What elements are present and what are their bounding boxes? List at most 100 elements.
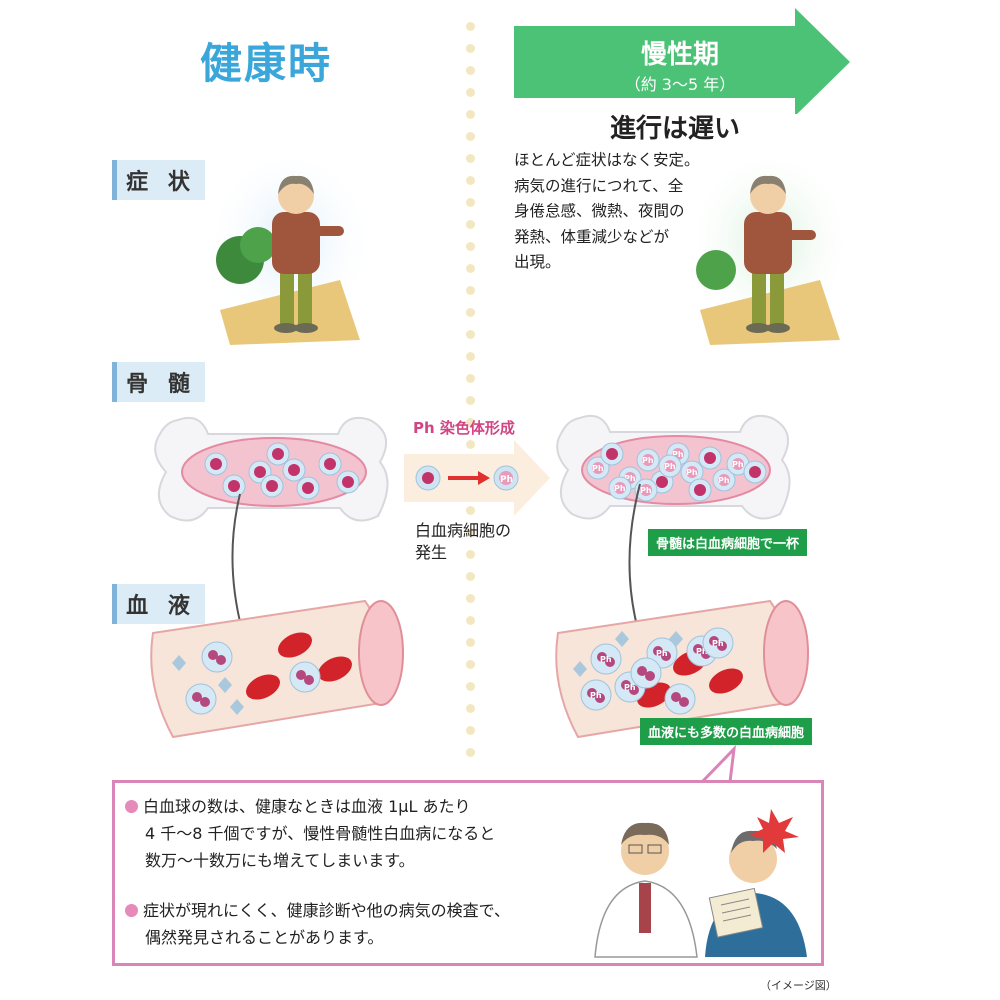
white-blood-cell <box>260 474 284 498</box>
divider-dot <box>466 572 475 581</box>
divider-dot <box>466 352 475 361</box>
symptoms-description: ほとんど症状はなく安定。 病気の進行につれて、全 身倦怠感、微熱、夜間の 発熱、… <box>514 148 714 276</box>
svg-text:Ph: Ph <box>718 476 730 485</box>
transition-arrow: Ph <box>404 440 550 516</box>
white-blood-cell <box>222 474 246 498</box>
divider-dot <box>466 682 475 691</box>
red-blood-cell <box>246 674 280 700</box>
row-label-blood: 血 液 <box>112 584 205 624</box>
red-blood-cell <box>318 656 352 682</box>
desc-line: ほとんど症状はなく安定。 <box>514 151 700 169</box>
white-blood-cell <box>282 458 306 482</box>
divider-dot <box>466 550 475 559</box>
svg-text:Ph: Ph <box>664 462 676 471</box>
red-blood-cell <box>278 632 312 658</box>
leukemia-cell: Ph <box>712 468 736 492</box>
note-line: 偶然発見されることがあります。 <box>145 928 384 947</box>
divider-dot <box>466 242 475 251</box>
divider-dot <box>466 44 475 53</box>
white-blood-cell <box>266 442 290 466</box>
divider-dot <box>466 198 475 207</box>
white-blood-cell <box>336 470 360 494</box>
healthy-title: 健康時 <box>200 39 333 88</box>
divider-dot <box>466 176 475 185</box>
healthy-man-illustration <box>212 160 368 345</box>
note-incidental-discovery: 症状が現れにくく、健康診断や他の病気の検査で、 偶然発見されることがあります。 <box>125 897 510 951</box>
leukemia-cell: Ph <box>658 454 682 478</box>
divider-dot <box>466 748 475 757</box>
svg-text:Ph: Ph <box>600 655 612 664</box>
red-blood-cell <box>637 682 671 708</box>
desc-line: 発熱、体重減少などが <box>514 227 670 246</box>
white-blood-cell <box>600 442 624 466</box>
white-blood-cell <box>289 661 321 693</box>
leukemia-cell: Ph <box>580 679 612 711</box>
healthy-bone-marrow <box>154 416 389 522</box>
healthy-blood-vessel <box>150 599 404 739</box>
svg-text:Ph: Ph <box>656 649 668 658</box>
divider-dot <box>466 396 475 405</box>
svg-text:Ph: Ph <box>624 474 636 483</box>
bullet-icon <box>125 800 138 813</box>
svg-text:Ph: Ph <box>590 691 602 700</box>
ph-cell-text: Ph <box>500 475 513 485</box>
leukemia-cell: Ph <box>680 460 704 484</box>
blood-many-tag: 血液にも多数の白血病細胞 <box>640 718 813 745</box>
note-line: 4 千〜8 千個ですが、慢性骨髄性白血病になると <box>145 824 496 843</box>
image-caption: （イメージ図） <box>760 979 837 992</box>
white-blood-cell <box>698 446 722 470</box>
note-white-cell-count: 白血球の数は、健康なときは血液 1μL あたり 4 千〜8 千個ですが、慢性骨髄… <box>125 793 495 874</box>
divider-dot <box>466 374 475 383</box>
divider-dot <box>466 154 475 163</box>
divider-dot <box>466 308 475 317</box>
platelet <box>669 631 683 647</box>
white-blood-cell <box>185 683 217 715</box>
leukemia-cell: Ph <box>586 456 610 480</box>
divider-dot <box>466 22 475 31</box>
svg-text:Ph: Ph <box>686 468 698 477</box>
doctor-patient-illustration <box>594 809 807 958</box>
speech-pointer <box>698 745 736 785</box>
white-blood-cell <box>630 657 662 689</box>
svg-text:Ph: Ph <box>624 683 636 692</box>
svg-text:Ph: Ph <box>712 639 724 648</box>
leukemia-cell: Ph <box>590 643 622 675</box>
divider-dot <box>466 330 475 339</box>
divider-dot <box>466 220 475 229</box>
divider-dot <box>466 66 475 75</box>
divider-dot <box>466 88 475 97</box>
svg-text:Ph: Ph <box>640 486 652 495</box>
leukemia-cell: Ph <box>608 476 632 500</box>
divider-dot <box>466 110 475 119</box>
platelet <box>573 661 587 677</box>
white-blood-cell <box>743 460 767 484</box>
chronic-phase-duration: （約 3〜5 年） <box>624 75 736 94</box>
red-blood-cell <box>709 668 743 694</box>
divider-dot <box>466 616 475 625</box>
divider-dot <box>466 704 475 713</box>
white-blood-cell <box>204 452 228 476</box>
divider-dot <box>466 506 475 515</box>
divider-dot <box>466 418 475 427</box>
progress-title: 進行は遅い <box>610 114 741 144</box>
svg-text:Ph: Ph <box>672 450 684 459</box>
ph-chromosome-label: Ph 染色体形成 <box>413 419 515 437</box>
leukemia-cell: Ph <box>646 637 678 669</box>
desc-line: 出現。 <box>514 253 561 271</box>
white-blood-cell <box>296 476 320 500</box>
divider-dot <box>466 594 475 603</box>
divider-dot <box>466 440 475 449</box>
leukemia-cell: Ph <box>634 478 658 502</box>
platelet <box>230 699 244 715</box>
chronic-man-illustration <box>692 160 848 345</box>
svg-text:Ph: Ph <box>614 484 626 493</box>
divider-dot <box>466 132 475 141</box>
white-blood-cell <box>201 641 233 673</box>
divider-dot <box>466 264 475 273</box>
bullet-icon <box>125 904 138 917</box>
divider-dot <box>466 638 475 647</box>
chronic-phase-label: 慢性期 （約 3〜5 年） <box>560 34 800 95</box>
row-label-symptoms: 症 状 <box>112 160 205 200</box>
white-blood-cell <box>318 452 342 476</box>
